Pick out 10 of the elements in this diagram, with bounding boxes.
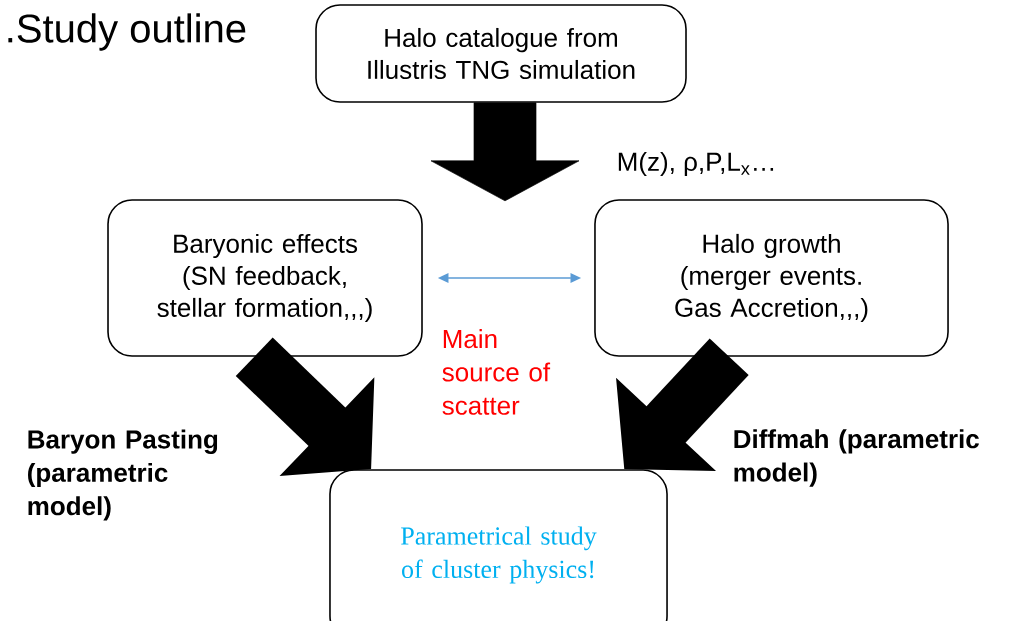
process-box: Parametrical study of cluster physics! [329,469,668,621]
process-box: Halo growth (merger events. Gas Accretion,,,) [594,199,949,357]
slide-title: .Study outline [8,13,246,51]
edge-label: Main source of scatter [442,329,551,415]
edge-label: Diffmah (parametric model) [734,429,979,487]
block-arrow [430,102,580,202]
edge-label: Baryon Pasting (parametric model) [28,429,218,521]
edge-label: M(z), ρ,P,L$_{x}$… [618,151,774,177]
process-box: Halo catalogue from Illustris TNG simulation [315,4,687,103]
process-box: Baryonic effects (SN feedback, stellar formation,,,) [107,199,423,357]
